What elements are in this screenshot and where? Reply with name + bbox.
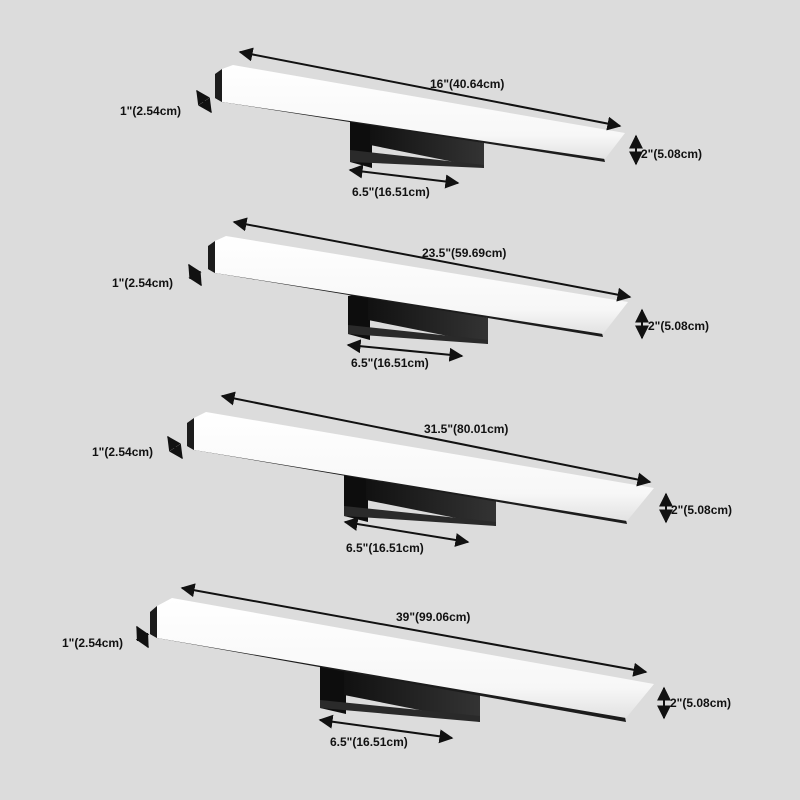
lamp-4-length-label: 39"(99.06cm) <box>396 610 470 624</box>
lamp-4-bracket <box>344 663 480 722</box>
lamp-4-length-arrow <box>180 583 648 677</box>
lamp-1-length-arrow <box>238 47 622 131</box>
lamp-1-bracket-arrow <box>348 164 460 189</box>
lamp-2-bracket <box>368 294 488 344</box>
lamp-4-depth-arrow <box>135 625 150 649</box>
lamp-4-height-label: 2"(5.08cm) <box>670 696 731 710</box>
lamp-3: 31.5"(80.01cm) 1"(2.54cm) 2"(5.08cm) 6.5… <box>92 391 732 555</box>
lamp-1-length-label: 16"(40.64cm) <box>430 77 504 91</box>
lamp-1-depth-arrow <box>196 89 212 114</box>
lamp-1-height-label: 2"(5.08cm) <box>641 147 702 161</box>
lamp-3-body <box>187 418 194 450</box>
lamp-2-depth-arrow <box>188 263 202 287</box>
lamp-4-depth-label: 1"(2.54cm) <box>62 636 123 650</box>
lamp-1-bracket <box>370 120 484 168</box>
lamp-3-length-label: 31.5"(80.01cm) <box>424 422 508 436</box>
lamp-4-bracket-label: 6.5"(16.51cm) <box>330 735 408 749</box>
lamp-2-length-arrow <box>232 217 632 302</box>
lamp-3-length-arrow <box>220 391 652 487</box>
lamp-3-height-label: 2"(5.08cm) <box>671 503 732 517</box>
lamp-3-bracket-label: 6.5"(16.51cm) <box>346 541 424 555</box>
lamp-2-depth-label: 1"(2.54cm) <box>112 276 173 290</box>
lamp-2-bracket-label: 6.5"(16.51cm) <box>351 356 429 370</box>
lamp-3-depth-arrow <box>167 435 183 460</box>
lamp-2-bracket-arrow <box>346 339 464 362</box>
lamp-1-depth-label: 1"(2.54cm) <box>120 104 181 118</box>
lamp-1: 16"(40.64cm) 1"(2.54cm) 2"(5.08cm) 6.5"(… <box>120 47 702 199</box>
lamp-2-length-label: 23.5"(59.69cm) <box>422 246 506 260</box>
lamp-1-bracket-face <box>350 150 484 168</box>
lamp-2: 23.5"(59.69cm) 1"(2.54cm) 2"(5.08cm) 6.5… <box>112 217 709 370</box>
lamp-2-body <box>208 241 215 273</box>
lamp-4-bracket-arrow <box>318 714 454 744</box>
lamp-1-bracket-label: 6.5"(16.51cm) <box>352 185 430 199</box>
lamp-3-depth-label: 1"(2.54cm) <box>92 445 153 459</box>
lamp-3-bracket-arrow <box>343 517 470 547</box>
lamp-1-body <box>215 69 222 102</box>
lamp-4-body <box>150 606 157 638</box>
lamp-4: 39"(99.06cm) 1"(2.54cm) 2"(5.08cm) 6.5"(… <box>62 583 731 749</box>
lamp-2-height-label: 2"(5.08cm) <box>648 319 709 333</box>
